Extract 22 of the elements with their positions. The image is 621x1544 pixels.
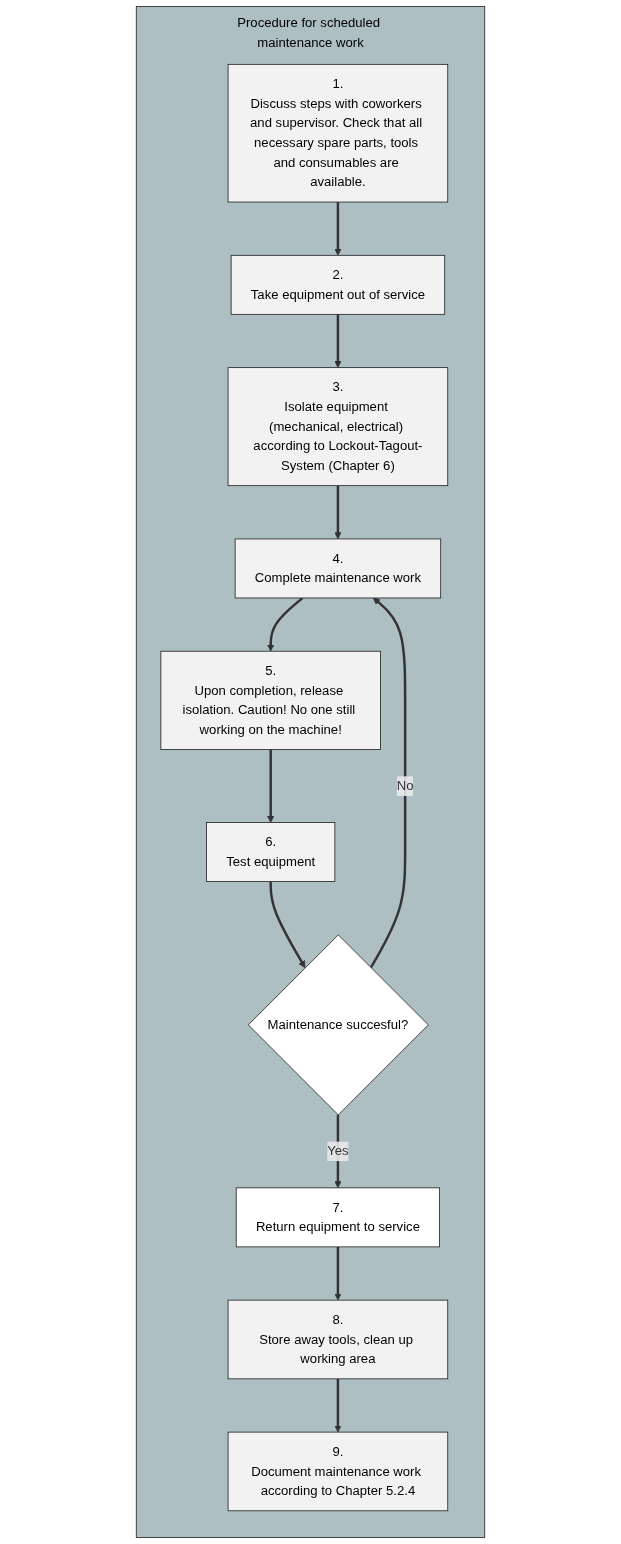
node-box: 2. Take equipment out of service bbox=[230, 254, 446, 315]
node-box: 8. Store away tools, clean up working area bbox=[227, 1299, 449, 1380]
arrow bbox=[334, 1378, 342, 1433]
arrow bbox=[334, 485, 342, 540]
node-box: 4. Complete maintenance work bbox=[234, 538, 442, 599]
arrow bbox=[267, 749, 275, 823]
node-box: 6. Test equipment bbox=[206, 822, 336, 882]
node-box: 9. Document maintenance work according to Chapter 5.2.4 bbox=[227, 1431, 449, 1512]
arrow bbox=[269, 881, 306, 969]
arrow bbox=[334, 1246, 342, 1301]
arrow bbox=[334, 314, 342, 368]
arrow bbox=[369, 597, 407, 969]
edge-label: Yes bbox=[327, 1143, 349, 1158]
arrow bbox=[267, 597, 304, 652]
arrow bbox=[334, 1114, 342, 1189]
edge-label: No bbox=[396, 778, 414, 793]
node-box: 5. Upon completion, release isolation. Caution! No one still working on the machine! bbox=[160, 650, 381, 750]
node-diamond: Maintenance succesful? bbox=[247, 934, 429, 1116]
node-box: 1. Discuss steps with coworkers and supervisor. Check that all necessary spare parts, tools and consumables are available. bbox=[227, 63, 449, 203]
node-box: 7. Return equipment to service bbox=[235, 1187, 440, 1248]
arrow bbox=[334, 202, 342, 256]
node-box: 3. Isolate equipment (mechanical, electrical) according to Lockout-Tagout-System (Chapter 6) bbox=[227, 367, 449, 487]
